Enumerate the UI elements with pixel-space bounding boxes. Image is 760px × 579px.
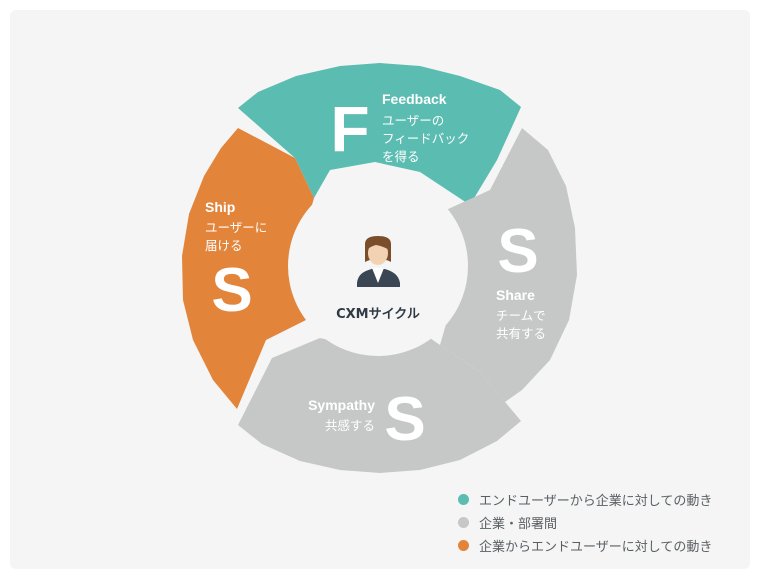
segment-sympathy xyxy=(238,338,521,473)
sympathy-title: Sympathy xyxy=(308,397,375,413)
legend-item: 企業からエンドユーザーに対しての動き xyxy=(458,534,712,557)
legend-item: 企業・部署間 xyxy=(458,511,712,534)
legend-label: エンドユーザーから企業に対しての動き xyxy=(479,494,713,509)
segment-share xyxy=(440,128,577,402)
legend-label: 企業・部署間 xyxy=(479,517,558,532)
feedback-letter: F xyxy=(330,93,369,165)
feedback-desc-line-3: を得る xyxy=(382,149,420,164)
legend-dot-teal-icon xyxy=(458,494,469,505)
center-label: CXMサイクル xyxy=(336,307,420,322)
sympathy-letter: S xyxy=(384,385,425,454)
legend-label: 企業からエンドユーザーに対しての動き xyxy=(479,540,713,555)
share-title: Share xyxy=(496,287,535,303)
ship-title: Ship xyxy=(205,199,235,215)
feedback-desc-line-2: フィードバック xyxy=(382,131,469,146)
ship-desc-line-1: ユーザーに xyxy=(205,220,267,235)
share-desc-line-2: 共有する xyxy=(496,326,546,341)
legend-item: エンドユーザーから企業に対しての動き xyxy=(458,488,712,511)
legend: エンドユーザーから企業に対しての動き 企業・部署間 企業からエンドユーザーに対し… xyxy=(458,488,712,557)
legend-dot-orange-icon xyxy=(458,540,469,551)
center-circle xyxy=(288,176,468,356)
segment-feedback xyxy=(238,63,521,205)
share-desc-line-1: チームで xyxy=(496,308,546,323)
legend-dot-gray-icon xyxy=(458,517,469,528)
feedback-title: Feedback xyxy=(382,91,447,107)
feedback-desc-line-1: ユーザーの xyxy=(382,113,444,128)
ship-desc-line-2: 届ける xyxy=(205,238,243,253)
sympathy-desc-line-1: 共感する xyxy=(325,418,375,433)
share-letter: S xyxy=(497,217,538,286)
segment-ship xyxy=(182,128,314,409)
person-avatar-icon xyxy=(357,236,400,287)
ship-letter: S xyxy=(211,256,252,325)
